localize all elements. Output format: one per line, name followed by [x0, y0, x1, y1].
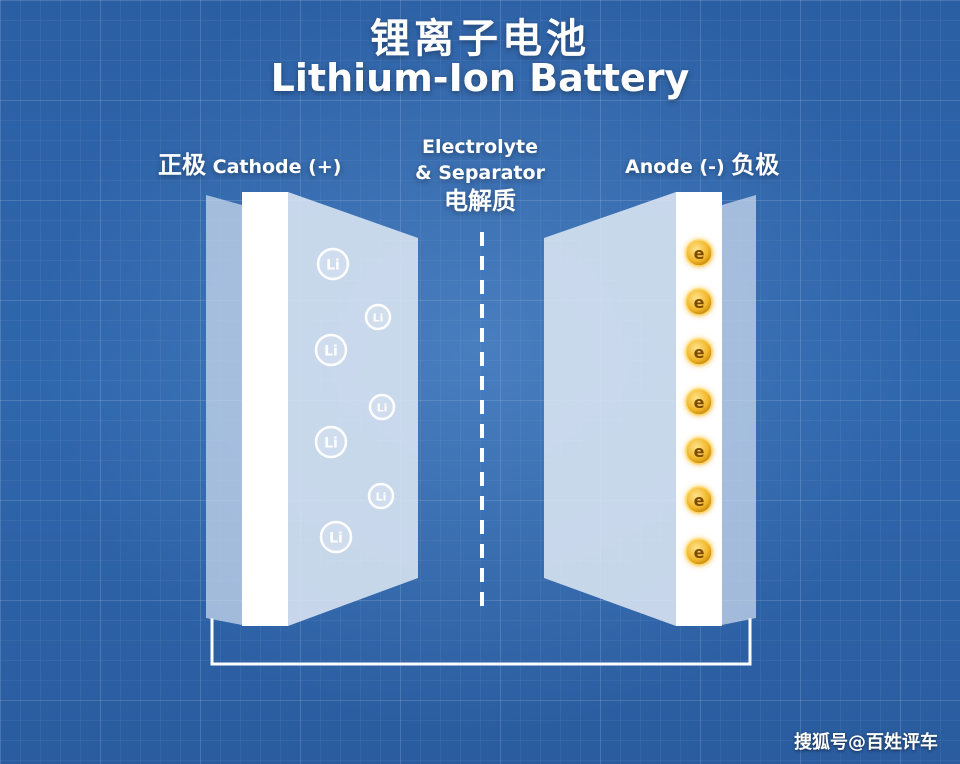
- electron-label: e: [694, 491, 705, 510]
- anode-label-english: Anode (-): [625, 156, 725, 178]
- title-english: Lithium-Ion Battery: [270, 56, 690, 100]
- lithium-ion-label: Li: [376, 490, 387, 503]
- lithium-ion-label: Li: [324, 435, 338, 451]
- lithium-ion: Li: [367, 482, 395, 510]
- lithium-ion: Li: [368, 393, 396, 421]
- lithium-ion-label: Li: [329, 530, 343, 546]
- lithium-ion: Li: [364, 303, 392, 331]
- electron-label: e: [694, 293, 705, 312]
- electron: e: [685, 239, 713, 267]
- cathode-label-chinese: 正极: [158, 151, 206, 179]
- lithium-ion: Li: [314, 425, 348, 459]
- anode-panel: [544, 192, 676, 626]
- electron: e: [685, 437, 713, 465]
- electron: e: [685, 288, 713, 316]
- electron-label: e: [694, 244, 705, 263]
- cathode-label: 正极 Cathode (+): [158, 145, 341, 180]
- electron: e: [685, 388, 713, 416]
- electrolyte-label-line2: & Separator: [415, 162, 545, 184]
- cathode-back-plate: [206, 195, 242, 625]
- electron: e: [685, 338, 713, 366]
- electrons: e e e e e e e: [685, 239, 713, 566]
- electron: e: [685, 538, 713, 566]
- watermark: 搜狐号@百姓评车: [794, 732, 938, 753]
- lithium-ion: Li: [314, 333, 348, 367]
- electron-label: e: [694, 442, 705, 461]
- lithium-ion-label: Li: [377, 401, 388, 414]
- lithium-ion: Li: [319, 520, 353, 554]
- cathode-panel: [288, 192, 418, 626]
- lithium-ion-label: Li: [326, 257, 340, 273]
- electrolyte-label-chinese: 电解质: [444, 187, 516, 215]
- lithium-ion-label: Li: [373, 311, 384, 324]
- cathode-label-english: Cathode (+): [212, 156, 342, 178]
- electron-label: e: [694, 543, 705, 562]
- electrolyte-label: Electrolyte & Separator 电解质: [380, 134, 580, 214]
- electron-label: e: [694, 343, 705, 362]
- anode-label-chinese: 负极: [731, 151, 780, 179]
- electron-label: e: [694, 393, 705, 412]
- lithium-ion: Li: [316, 247, 350, 281]
- title-chinese: 锂离子电池: [370, 16, 590, 62]
- external-circuit-wire: [210, 618, 752, 666]
- electrolyte-label-line1: Electrolyte: [421, 136, 538, 158]
- anode-back-plate: [722, 195, 756, 625]
- cathode-current-collector: [242, 192, 288, 626]
- anode-label: Anode (-) 负极: [625, 145, 779, 180]
- electron: e: [685, 486, 713, 514]
- lithium-ion-label: Li: [324, 343, 338, 359]
